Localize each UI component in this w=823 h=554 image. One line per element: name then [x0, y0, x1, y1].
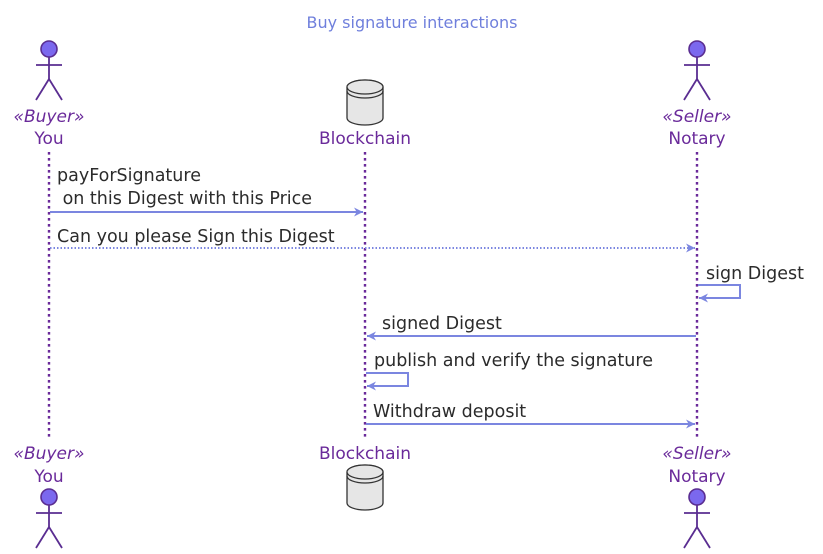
participant-you-bottom: «Buyer» You [14, 444, 85, 549]
lifelines [47, 152, 699, 440]
participant-name: You [33, 129, 63, 149]
database-icon [346, 79, 384, 126]
message-6: Withdraw deposit [366, 402, 695, 429]
participant-name: Blockchain [319, 444, 411, 464]
message-1: payForSignature on this Digest with this… [50, 166, 363, 217]
participant-blockchain-bottom: Blockchain [319, 444, 411, 511]
database-icon [346, 464, 384, 511]
participant-name: Blockchain [319, 129, 411, 149]
participant-stereotype: «Seller» [662, 444, 731, 464]
participant-stereotype: «Buyer» [14, 107, 85, 127]
diagram-title: Buy signature interactions [307, 13, 518, 32]
message-label: Withdraw deposit [373, 402, 526, 422]
participant-blockchain-top: Blockchain [319, 79, 411, 149]
message-5: publish and verify the signature [366, 351, 653, 391]
participant-stereotype: «Buyer» [14, 444, 85, 464]
participant-notary-top: «Seller»Notary [662, 40, 732, 149]
participant-name: Notary [668, 467, 725, 487]
message-label: signed Digest [382, 314, 502, 334]
participant-name: Notary [668, 129, 725, 149]
messages: payForSignature on this Digest with this… [50, 166, 804, 429]
message-label: publish and verify the signature [374, 351, 653, 371]
self-message-arrow [366, 372, 409, 391]
participant-you-top: «Buyer»You [14, 40, 85, 149]
actor-icon [683, 40, 711, 101]
actor-icon [683, 488, 711, 549]
participant-notary-bottom: «Seller» Notary [662, 444, 732, 549]
actor-icon [35, 488, 63, 549]
message-4: signed Digest [367, 314, 696, 341]
message-2: Can you please Sign this Digest [50, 227, 695, 253]
message-label: sign Digest [706, 264, 804, 284]
message-3: sign Digest [698, 264, 804, 303]
message-label: on this Digest with this Price [57, 189, 312, 209]
participant-name: You [33, 467, 63, 487]
self-message-arrow [698, 284, 741, 303]
actor-icon [35, 40, 63, 101]
message-label: payForSignature [57, 166, 201, 186]
participant-stereotype: «Seller» [662, 107, 731, 127]
message-label: Can you please Sign this Digest [57, 227, 335, 247]
participants-bottom: «Buyer» You Blockchain «Seller» Notary [14, 444, 732, 549]
